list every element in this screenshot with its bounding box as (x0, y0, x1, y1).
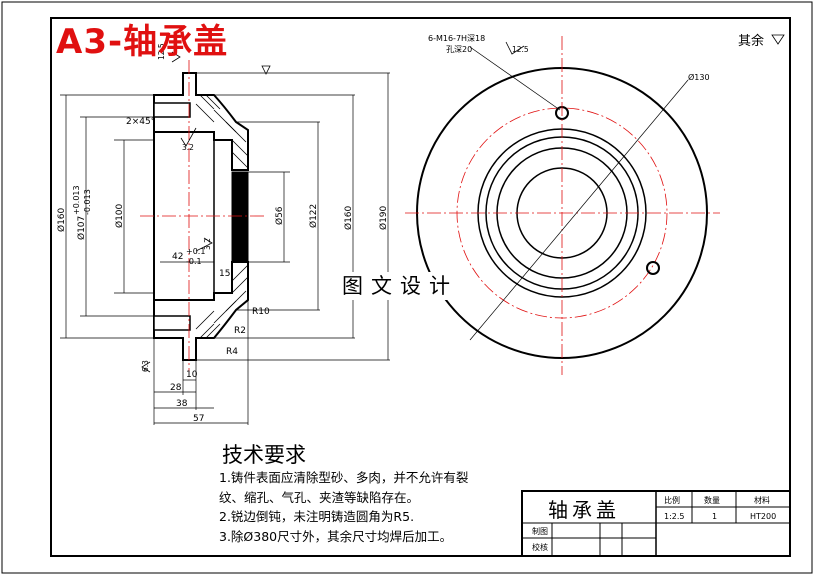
d130-leader (469, 79, 689, 341)
dim-d107-tol-low: -0.013 (83, 189, 92, 215)
requirement-line: 纹、缩孔、气孔、夹渣等缺陷存在。 (219, 489, 420, 505)
tb-checked-label: 校核 (532, 542, 548, 552)
rough-12-5-b: 12.5 (512, 45, 529, 54)
solid-band (231, 171, 249, 263)
tb-scale-value: 1:2.5 (664, 512, 685, 521)
tb-qty-value: 1 (712, 512, 717, 521)
technical-requirements-title: 技术要求 (222, 443, 306, 467)
rough-3-2-b: 3.2 (203, 238, 212, 250)
requirement-line: 1.铸件表面应清除型砂、多肉，并不允许有裂 (219, 470, 469, 485)
bolt-hole-right (646, 261, 660, 275)
rough-6-3: 6.3 (141, 360, 150, 372)
dim-r10: R10 (252, 307, 270, 317)
section-dimension-text: Ø160 Ø107 +0.013 -0.013 Ø100 Ø56 Ø122 Ø1… (56, 43, 389, 424)
tb-part-name: 轴承盖 (548, 498, 620, 522)
technical-requirements-list: 1.铸件表面应清除型砂、多肉，并不允许有裂 纹、缩孔、气孔、夹渣等缺陷存在。 2… (219, 468, 468, 546)
end-view-text: 6-M16-7H深18 孔深20 Ø130 12.5 (428, 34, 710, 82)
dim-chamfer: 2×45° (126, 117, 155, 127)
dim-57: 57 (193, 414, 204, 424)
roughness-remainder-note: 其余 (738, 34, 765, 49)
tb-drawn-label: 制图 (532, 526, 548, 536)
dim-d130: Ø130 (688, 72, 710, 82)
roughness-symbols (141, 34, 785, 373)
inner-border (50, 17, 791, 557)
thread-leader (469, 46, 561, 111)
dim-10: 10 (186, 370, 198, 380)
title-block-text: 轴承盖 比例 数量 材料 1:2.5 1 HT200 制图 校核 (532, 495, 776, 552)
hole-depth: 孔深20 (446, 45, 472, 54)
rough-3-2: 3.2 (182, 143, 194, 152)
tb-material-label: 材料 (754, 495, 770, 505)
tb-material-value: HT200 (750, 512, 776, 521)
tb-qty-label: 数量 (704, 495, 720, 505)
section-outline-upper (153, 72, 249, 171)
dim-15: 15 (219, 269, 230, 279)
section-view (60, 60, 390, 425)
dim-d107: Ø107 (76, 216, 87, 240)
dim-d100: Ø100 (114, 203, 125, 228)
dim-r4: R4 (226, 347, 238, 357)
title-block (521, 490, 791, 557)
dim-d122: Ø122 (308, 204, 319, 228)
dim-42-tol-low: -0.1 (186, 257, 202, 266)
rough-12-5: 12.5 (157, 43, 166, 60)
dim-d190: Ø190 (378, 205, 389, 230)
dim-d160-right: Ø160 (343, 205, 354, 230)
requirement-line: 2.锐边倒钝，未注明铸造圆角为R5. (219, 509, 415, 524)
requirement-line: 3.除Ø380尺寸外，其余尺寸均焊后加工。 (219, 528, 453, 544)
section-outline-lower (153, 261, 249, 361)
end-view (405, 36, 720, 375)
extension-lines (60, 72, 390, 425)
threaded-hole-top (153, 102, 191, 118)
dim-d56: Ø56 (274, 206, 285, 225)
thread-note: 6-M16-7H深18 (428, 34, 485, 43)
dim-d107-tol-up: +0.013 (72, 185, 81, 215)
dim-42-tol-up: +0.1 (186, 247, 205, 256)
dim-42: 42 (172, 252, 183, 262)
dim-28: 28 (170, 383, 182, 393)
tb-scale-label: 比例 (664, 495, 680, 505)
watermark: 图文设计 (340, 272, 460, 300)
dim-r2: R2 (234, 326, 246, 336)
hatching (195, 94, 249, 339)
threaded-hole-bottom (153, 315, 191, 331)
dim-d160-left: Ø160 (56, 207, 67, 232)
dim-38: 38 (176, 399, 188, 409)
dimension-lines (65, 73, 389, 424)
sheet-title: A3-轴承盖 (56, 22, 229, 62)
